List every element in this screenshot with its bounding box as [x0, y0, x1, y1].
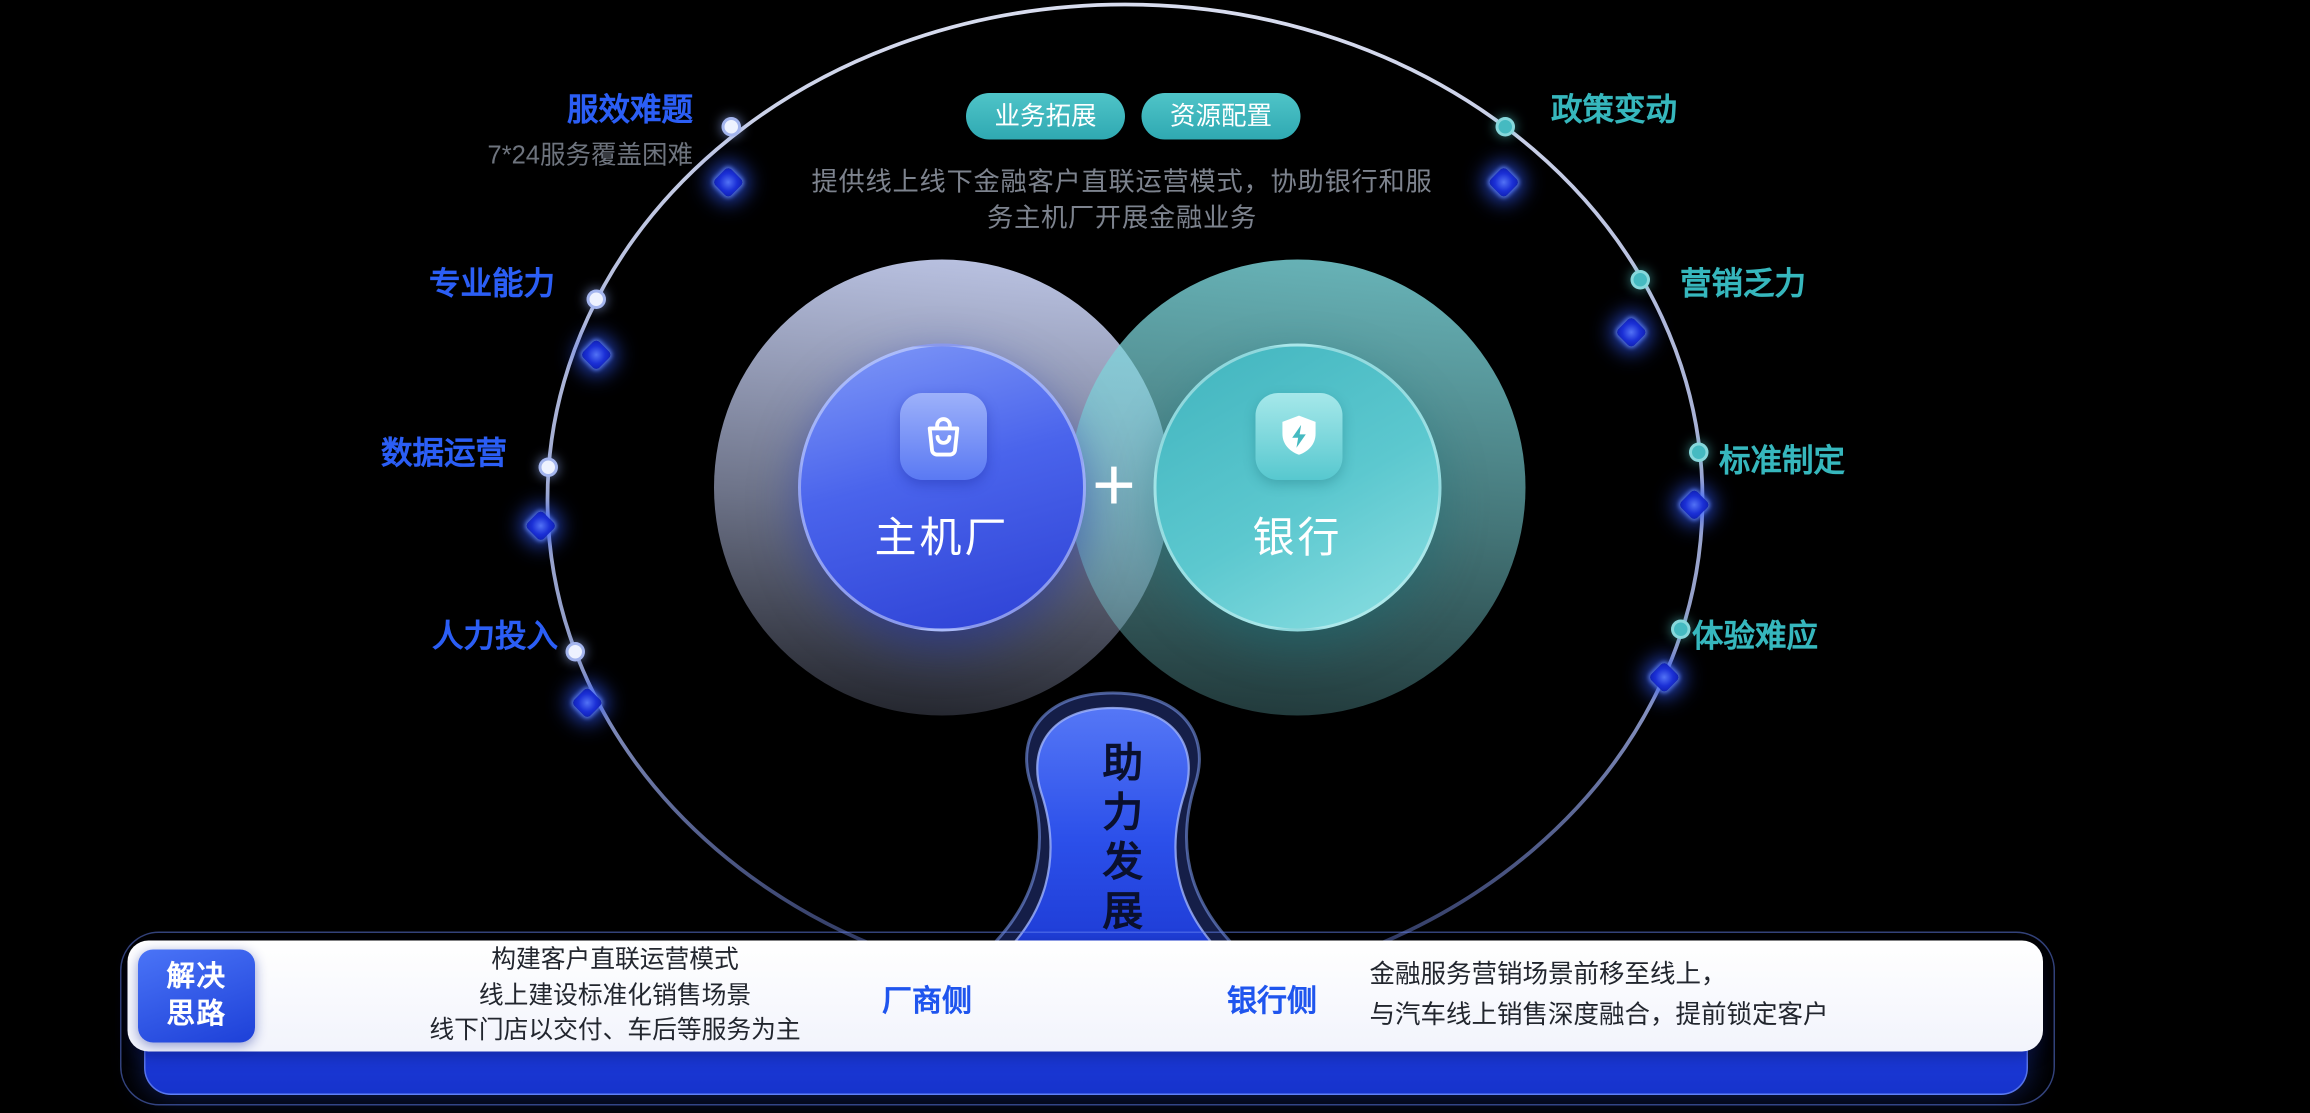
- bank-label: 银行: [1252, 514, 1343, 562]
- pain-label-policy-change: 政策变动: [1551, 93, 1677, 128]
- bank-solution-text: 金融服务营销场景前移至线上， 与汽车线上销售深度融合，提前锁定客户: [1370, 956, 1829, 1036]
- plus-sign: +: [1092, 442, 1136, 527]
- pain-label-expertise: 专业能力: [429, 267, 555, 302]
- shield-bolt-icon: [1255, 393, 1343, 480]
- chip-business-expansion: 业务拓展: [966, 93, 1125, 140]
- bank-solution-line-2: 与汽车线上销售深度融合，提前锁定客户: [1369, 999, 1829, 1029]
- shopping-bag-icon: [900, 393, 987, 480]
- pain-label-manpower: 人力投入: [432, 619, 558, 655]
- oem-side-title: 厂商侧: [882, 985, 972, 1019]
- solution-badge: 解决 思路: [138, 949, 255, 1043]
- orbit-dot: [538, 457, 558, 477]
- top-chips: 业务拓展 资源配置: [795, 93, 1472, 140]
- orbit-dot: [565, 642, 585, 662]
- pain-sublabel-724-coverage: 7*24服务覆盖困难: [487, 141, 693, 170]
- pain-label-service-efficiency: 服效难题: [567, 93, 693, 128]
- orbit-dot: [1671, 619, 1691, 639]
- intro-line-1: 提供线上线下金融客户直联运营模式，协助银行和服: [811, 166, 1433, 197]
- intro-line-2: 务主机厂开展金融业务: [987, 202, 1257, 233]
- chip-resource-allocation: 资源配置: [1141, 93, 1301, 140]
- panel-outline: [120, 931, 2055, 1106]
- pain-label-standards: 标准制定: [1719, 444, 1845, 479]
- oem-label: 主机厂: [874, 514, 1010, 562]
- pain-label-experience: 体验难应: [1692, 619, 1818, 655]
- orbit-dot: [721, 117, 741, 137]
- orbit-dot: [1630, 270, 1650, 290]
- orbit-dot: [1689, 442, 1709, 462]
- oem-solution-text: 构建客户直联运营模式 线上建设标准化销售场景 线下门店以交付、车后等服务为主: [375, 944, 855, 1050]
- oem-circle: 主机厂: [798, 343, 1086, 632]
- funnel-label: 助力发展: [1096, 741, 1142, 939]
- oem-solution-line-1: 构建客户直联运营模式: [491, 946, 739, 974]
- intro-description: 提供线上线下金融客户直联运营模式，协助银行和服 务主机厂开展金融业务: [762, 164, 1482, 236]
- bank-solution-line-1: 金融服务营销场景前移至线上，: [1369, 960, 1727, 989]
- pain-label-marketing: 营销乏力: [1680, 267, 1806, 302]
- orbit-dot: [1495, 117, 1515, 137]
- oem-solution-line-3: 线下门店以交付、车后等服务为主: [429, 1017, 801, 1044]
- solution-panel: [127, 940, 2043, 1052]
- orbit-dot: [586, 289, 606, 309]
- pain-label-data-ops: 数据运营: [381, 436, 507, 472]
- oem-solution-line-2: 线上建设标准化销售场景: [478, 981, 752, 1009]
- solution-badge-line-1: 解决: [166, 961, 227, 994]
- bank-side-title: 银行侧: [1227, 985, 1317, 1019]
- funnel-shape: [983, 706, 1243, 971]
- solution-badge-line-2: 思路: [166, 999, 227, 1031]
- bank-circle: 银行: [1153, 343, 1442, 632]
